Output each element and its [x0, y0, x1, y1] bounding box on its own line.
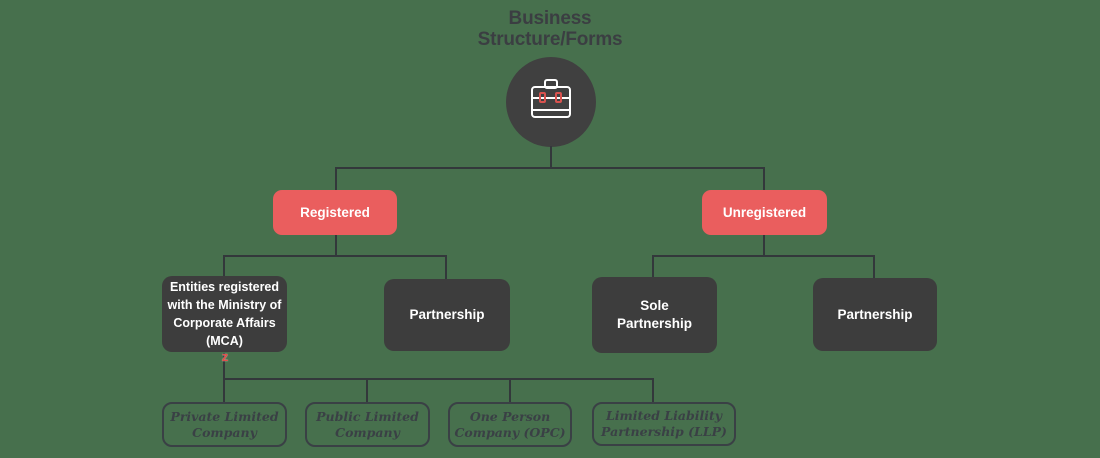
connector-public-drop: [366, 378, 368, 402]
node-private-limited-company-label: Private Limited Company: [170, 408, 279, 440]
node-registered: Registered: [273, 190, 397, 235]
connector-registered-stem: [335, 235, 337, 255]
connector-mca-stem: [223, 353, 225, 378]
node-private-limited-company: Private Limited Company: [162, 402, 287, 447]
connector-llp-drop: [652, 378, 654, 402]
connector-unregistered-rail: [652, 255, 875, 257]
node-public-limited-company: Public Limited Company: [305, 402, 430, 447]
connector-private-drop: [223, 378, 225, 402]
node-sole-partnership-label: Sole Partnership: [616, 298, 693, 331]
root-node: [506, 57, 596, 147]
connector-registered-drop: [335, 167, 337, 190]
node-limited-liability-partnership: Limited Liability Partnership (LLP): [592, 402, 736, 446]
node-partnership-unregistered-label: Partnership: [837, 306, 913, 322]
stray-z-mark: z: [221, 349, 229, 364]
connector-unregistered-drop: [763, 167, 765, 190]
node-public-limited-company-label: Public Limited Company: [316, 408, 419, 440]
diagram-title: Business Structure/Forms: [0, 8, 1100, 50]
connector-leaf-rail: [223, 378, 654, 380]
connector-opc-drop: [509, 378, 511, 402]
connector-sole-drop: [652, 255, 654, 277]
node-mca-entities: Entities registered with the Ministry of…: [162, 276, 287, 352]
node-partnership-registered-label: Partnership: [409, 307, 485, 322]
node-limited-liability-partnership-label: Limited Liability Partnership (LLP): [601, 408, 727, 439]
briefcase-icon: [525, 77, 577, 128]
node-unregistered-label: Unregistered: [722, 205, 807, 220]
diagram-title-line1: Business: [508, 8, 592, 29]
node-one-person-company: One Person Company (OPC): [448, 402, 572, 447]
connector-root-stem: [550, 146, 552, 167]
node-unregistered: Unregistered: [702, 190, 827, 235]
node-registered-label: Registered: [300, 205, 370, 220]
connector-level1-rail: [335, 167, 765, 169]
node-partnership-registered: Partnership: [384, 279, 510, 351]
connector-partnership-left-drop: [445, 255, 447, 279]
connector-registered-rail: [223, 255, 447, 257]
diagram-title-line2: Structure/Forms: [477, 29, 623, 50]
connector-mca-drop: [223, 255, 225, 276]
node-partnership-unregistered: Partnership: [813, 278, 937, 351]
connector-unregistered-stem: [763, 235, 765, 255]
node-one-person-company-label: One Person Company (OPC): [454, 408, 566, 440]
node-mca-entities-label: Entities registered with the Ministry of…: [167, 280, 282, 348]
node-sole-partnership: Sole Partnership: [592, 277, 717, 353]
connector-partnership-right-drop: [873, 255, 875, 278]
